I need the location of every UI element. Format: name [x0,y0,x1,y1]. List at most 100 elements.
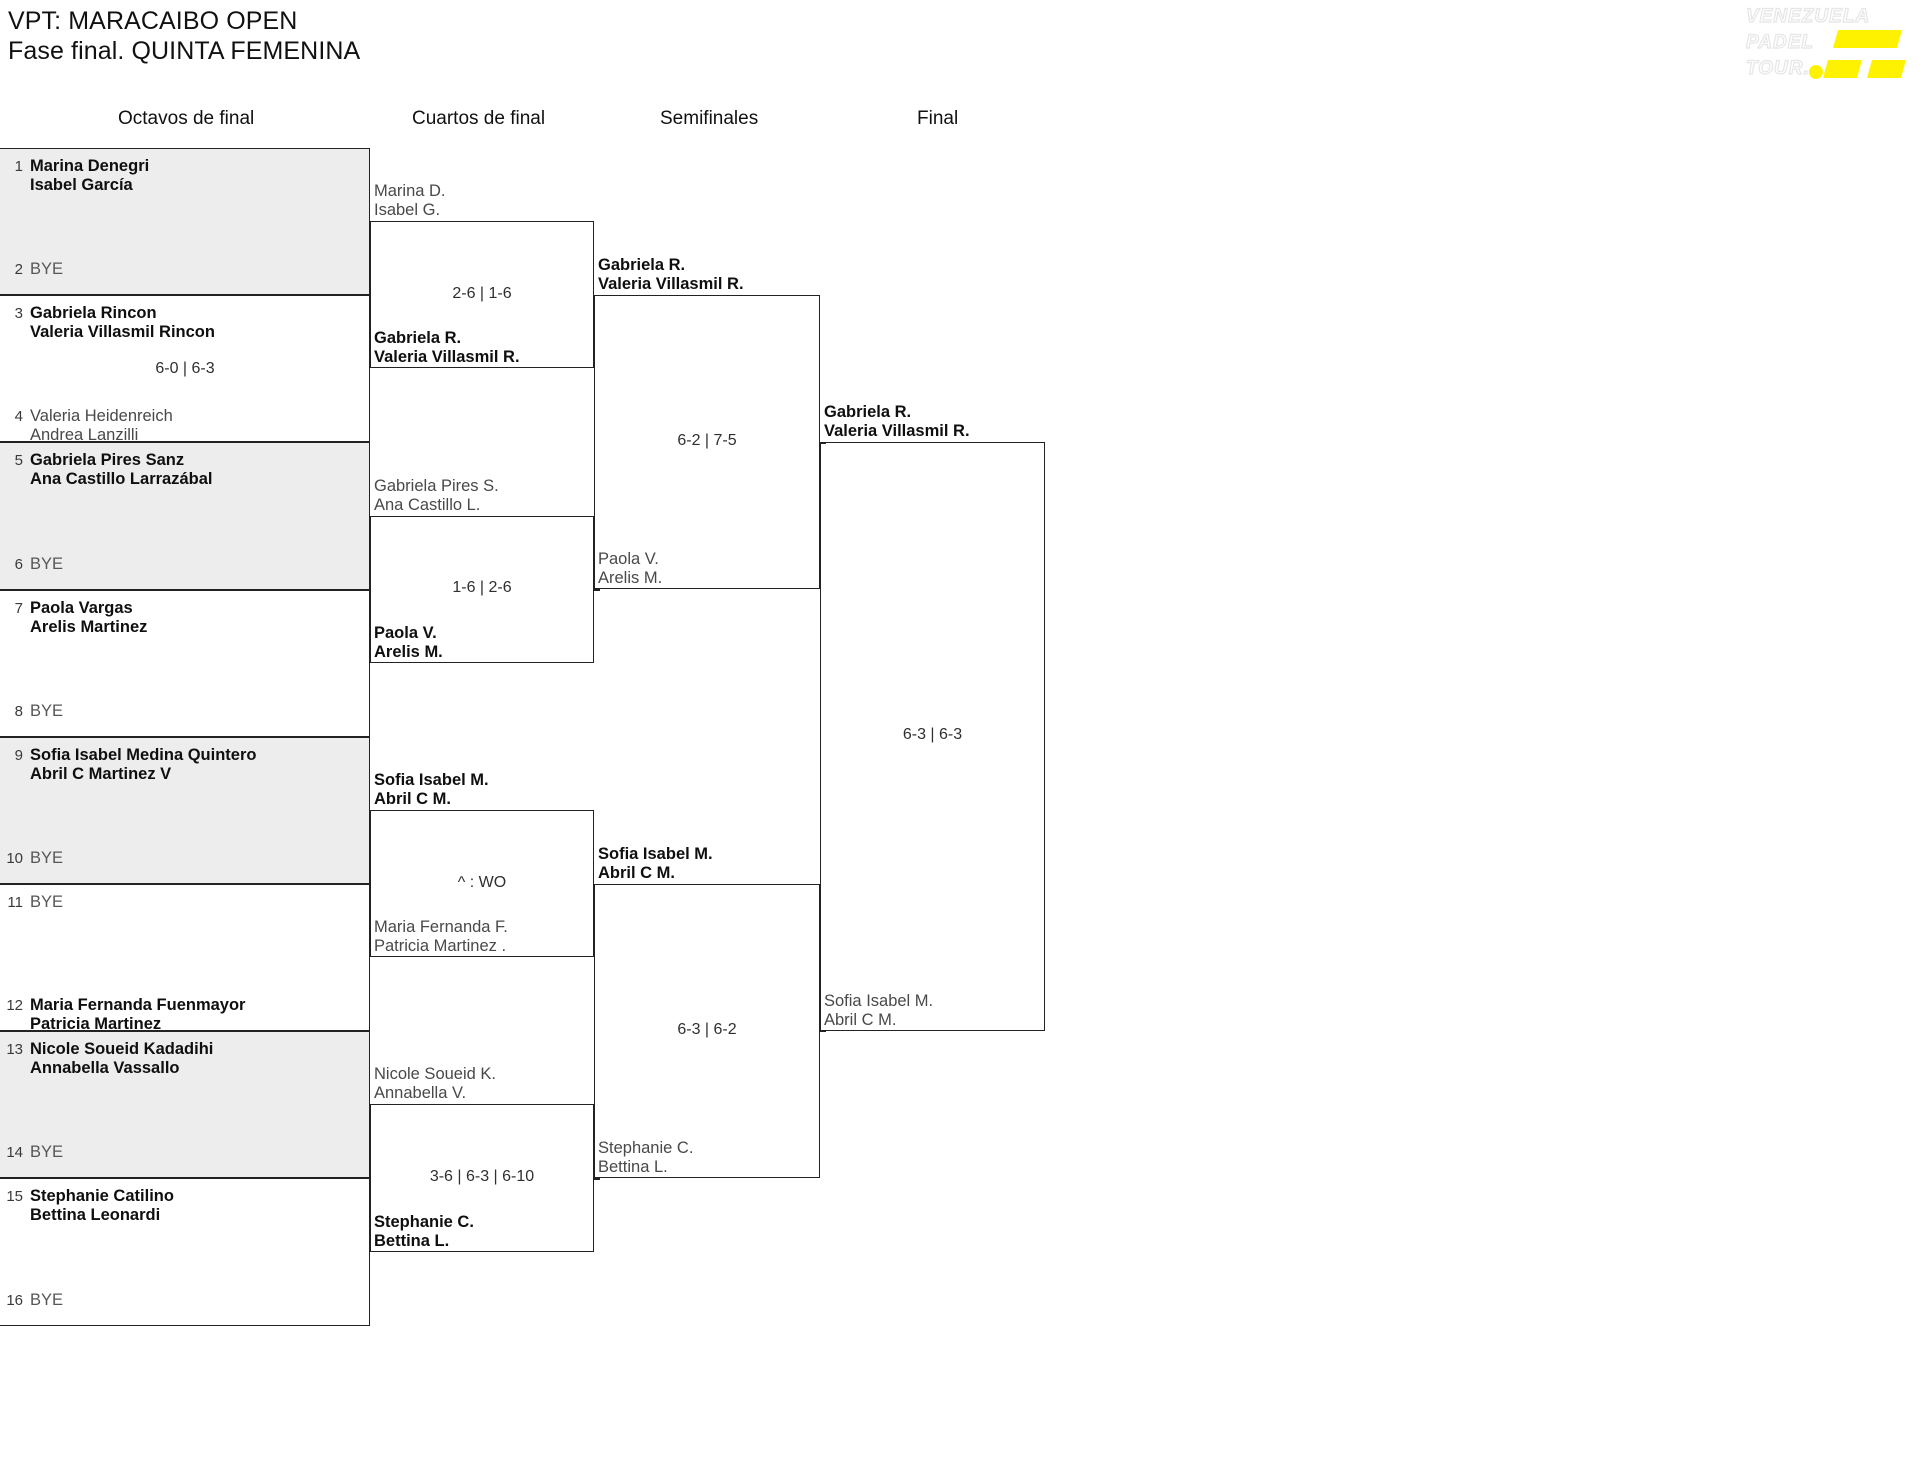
player-name: Nicole Soueid K. [374,1065,496,1084]
tournament-phase: Fase final. QUINTA FEMENINA [8,37,361,65]
player-name: Abril C M. [824,1010,897,1029]
round2-match-4-top-entrant: Nicole Soueid K.Annabella V. [374,1065,496,1103]
round1-slot-2[interactable]: 2 BYE [0,260,370,279]
round2-match-3-bottom-entrant: Maria Fernanda F.Patricia Martinez . [374,918,508,956]
svg-text:VENEZUELA: VENEZUELA [1746,6,1870,27]
player-name: Valeria Heidenreich [30,407,173,426]
round2-match-4-score: 3-6 | 6-3 | 6-10 [429,1168,535,1185]
svg-text:TOUR.: TOUR. [1746,58,1810,79]
player-name: Ana Castillo Larrazábal [30,470,213,489]
player-name: Bettina L. [374,1231,450,1250]
player-name: Gabriela R. [374,329,462,348]
player-name: Abril C Martinez V [30,764,172,783]
entrant-names: Sofia Isabel M.Abril C M. [598,845,713,883]
player-name: Gabriela Pires S. [374,476,499,495]
player-name: Maria Fernanda Fuenmayor [30,996,246,1015]
round3-match-1-bracket[interactable] [594,294,820,590]
logo-accent-shapes [1809,30,1906,79]
round4-match-1-bracket[interactable] [820,442,1045,1031]
round2-match-2-bracket[interactable] [370,515,594,663]
entrant-names: Gabriela R.Valeria Villasmil R. [374,329,520,367]
seed-number: 14 [6,1144,23,1162]
bye-label: BYE [30,260,64,279]
seed-number: 5 [14,452,23,470]
entrant-names: Gabriela Pires S.Ana Castillo L. [374,477,499,515]
seed-number: 13 [6,1041,23,1059]
round2-match-1-bracket[interactable] [370,221,594,369]
round3-match-1-bottom-entrant: Paola V.Arelis M. [598,550,662,588]
entrant-names: Paola V.Arelis M. [598,550,662,588]
round1-score-2: 6-0 | 6-3 [155,359,215,377]
connector-line [594,294,600,297]
player-name: Abril C M. [598,863,675,882]
entrant-names: Paola V.Arelis M. [374,624,443,662]
venezuela-padel-tour-logo: VENEZUELA PADEL TOUR. [1740,2,1912,86]
seed-number: 15 [6,1188,23,1206]
round1-slot-6[interactable]: 6 BYE [0,555,370,574]
round-header-final: Final [917,108,959,129]
player-name: Marina D. [374,182,446,201]
seed-number: 8 [14,702,23,720]
round3-match-2-bracket[interactable] [594,883,820,1178]
player-name: Gabriela R. [598,255,686,274]
seed-number: 1 [14,158,23,175]
player-name: Paola V. [374,623,437,642]
round3-match-1-score: 6-2 | 7-5 [677,432,737,449]
seed-number: 6 [14,555,23,573]
player-name: Sofia Isabel M. [824,991,934,1010]
round2-match-2-score: 1-6 | 2-6 [452,579,512,597]
player-name: Stephanie C. [598,1139,694,1157]
bye-label: BYE [30,554,64,573]
round2-match-4-bracket[interactable] [370,1104,594,1252]
seed-number: 9 [14,746,23,764]
tournament-name: VPT: MARACAIBO OPEN [8,7,298,35]
player-name: Andrea Lanzilli [30,426,139,445]
round2-match-1-score: 2-6 | 1-6 [452,284,512,302]
player-name: Sofia Isabel Medina Quintero [30,745,257,764]
entrant-names: Marina D.Isabel G. [374,182,446,220]
player-name: Arelis M. [598,569,663,588]
player-name: Bettina Leonardi [30,1206,161,1225]
round-header-cuartos: Cuartos de final [412,108,546,129]
player-name: Valeria Villasmil R. [374,348,520,367]
player-name: Patricia Martinez [30,1015,162,1034]
player-name: Gabriela R. [824,403,912,421]
player-name: Nicole Soueid Kadadihi [30,1040,214,1059]
player-name: Isabel G. [374,201,441,220]
entrant-names: Sofia Isabel M.Abril C M. [824,992,933,1030]
player-name: Valeria Villasmil R. [598,274,744,293]
player-name: Isabel García [30,176,133,194]
entrant-names: Sofia Isabel M.Abril C M. [374,771,489,809]
bye-label: BYE [30,848,64,867]
round2-match-3-bracket[interactable] [370,810,594,958]
round2-match-3-top-entrant: Sofia Isabel M.Abril C M. [374,771,489,809]
seed-number: 2 [14,261,23,279]
seed-number: 16 [6,1291,23,1309]
